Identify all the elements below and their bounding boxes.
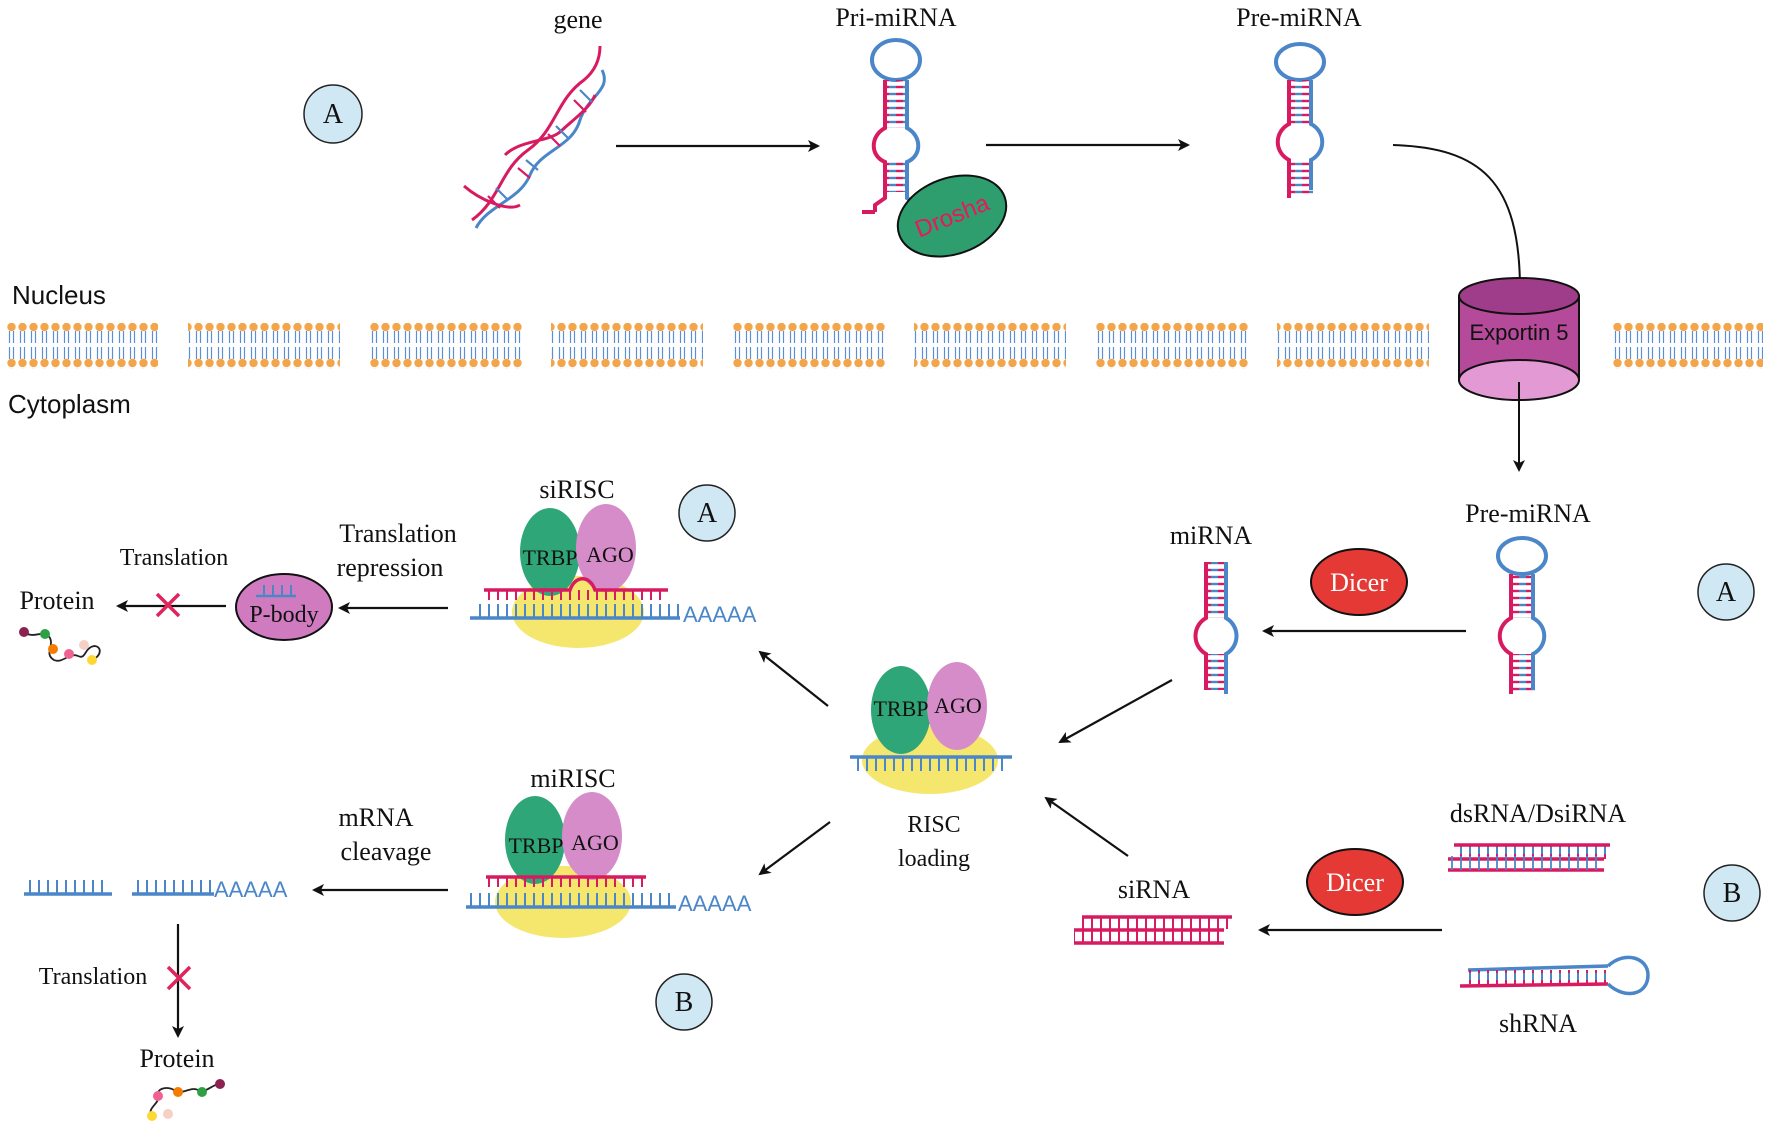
cleaved-mrna xyxy=(24,880,214,896)
nucleus-label: Nucleus xyxy=(12,280,106,310)
pri-mirna-hairpin xyxy=(862,38,922,214)
mirna-label: miRNA xyxy=(1170,521,1253,550)
mirisc-trbp-label: TRBP xyxy=(508,833,563,858)
sirisc-complex: TRBP AGO xyxy=(470,504,680,648)
pathway-badge-a-top: A xyxy=(303,84,363,144)
dicer-b-enzyme: Dicer xyxy=(1306,848,1404,916)
mirisc-ago-label: AGO xyxy=(571,830,619,855)
dicer-a-enzyme: Dicer xyxy=(1310,548,1408,616)
sirisc-ago-label: AGO xyxy=(586,542,634,567)
dsrna-duplex xyxy=(1448,843,1610,872)
dsrna-label: dsRNA/DsiRNA xyxy=(1450,799,1626,828)
export-path xyxy=(1392,144,1521,291)
block-x-icon-top xyxy=(155,592,181,618)
drosha-enzyme: Drosha xyxy=(896,174,1008,258)
mirna-duplex xyxy=(1193,562,1239,694)
pre-mirna-cyto-label: Pre-miRNA xyxy=(1465,499,1591,528)
dicer-b-label: Dicer xyxy=(1326,868,1384,897)
risc-loading-label-2: loading xyxy=(898,846,970,872)
protein-bottom-label: Protein xyxy=(139,1044,214,1073)
mrna-cleavage-label-1: mRNA xyxy=(338,803,413,832)
pri-mirna-label: Pri-miRNA xyxy=(835,3,957,32)
sirisc-label: siRISC xyxy=(539,475,614,504)
cytoplasm-label: Cytoplasm xyxy=(8,389,131,419)
ago-label: AGO xyxy=(934,693,982,718)
svg-text:B: B xyxy=(1723,878,1742,909)
nuclear-membrane xyxy=(6,323,1763,369)
block-x-icon-bottom xyxy=(166,965,192,991)
risc-loading-label-1: RISC xyxy=(907,812,960,838)
arrow-sirna-to-risc xyxy=(1044,796,1129,857)
sirna-label: siRNA xyxy=(1118,875,1190,904)
sirisc-polya: AAAAA xyxy=(683,602,757,627)
exportin-label: Exportin 5 xyxy=(1469,320,1568,345)
shrna-label: shRNA xyxy=(1499,1009,1577,1038)
pre-mirna-cyto-hairpin xyxy=(1496,536,1548,694)
mirisc-polya: AAAAA xyxy=(678,891,752,916)
mirisc-label: miRISC xyxy=(530,764,615,793)
translation-bottom-label: Translation xyxy=(39,964,147,990)
pre-mirna-nucleus-hairpin xyxy=(1274,42,1326,198)
pathway-badge-a-right: A xyxy=(1697,563,1755,621)
arrow-risc-to-sirisc xyxy=(758,650,829,707)
mrna-cleavage-label-2: cleavage xyxy=(341,837,432,866)
risc-loading-complex: TRBP AGO xyxy=(850,662,1012,794)
pathway-badge-b-mirisc: B xyxy=(655,973,713,1031)
arrow-risc-to-mirisc xyxy=(758,821,831,876)
mirisc-complex: TRBP AGO xyxy=(466,792,676,938)
svg-text:B: B xyxy=(675,987,694,1018)
protein-top-label: Protein xyxy=(19,586,94,615)
gene-dna-icon xyxy=(463,45,606,229)
protein-bottom-icon xyxy=(147,1079,225,1121)
dicer-a-label: Dicer xyxy=(1330,568,1388,597)
p-body: P-body xyxy=(235,573,333,641)
pathway-badge-a-sirisc: A xyxy=(678,484,736,542)
gene-label: gene xyxy=(553,5,602,34)
sirna-duplex xyxy=(1074,915,1232,945)
exportin-5-channel: Exportin 5 xyxy=(1458,277,1580,401)
cleaved-polya: AAAAA xyxy=(214,877,288,902)
svg-text:A: A xyxy=(1716,577,1737,608)
pathway-badge-b-right: B xyxy=(1703,864,1761,922)
translation-top-label: Translation xyxy=(120,545,228,571)
translation-repression-label-1: Translation xyxy=(339,519,457,548)
pre-mirna-nucleus-label: Pre-miRNA xyxy=(1236,3,1362,32)
svg-text:A: A xyxy=(697,498,718,529)
arrow-mirna-to-risc xyxy=(1058,679,1173,743)
protein-top-icon xyxy=(19,627,101,665)
svg-text:A: A xyxy=(323,99,344,130)
shrna-hairpin xyxy=(1459,955,1650,996)
sirisc-trbp-label: TRBP xyxy=(522,545,577,570)
p-body-label: P-body xyxy=(249,602,318,628)
translation-repression-label-2: repression xyxy=(337,553,444,582)
trbp-label: TRBP xyxy=(873,696,928,721)
